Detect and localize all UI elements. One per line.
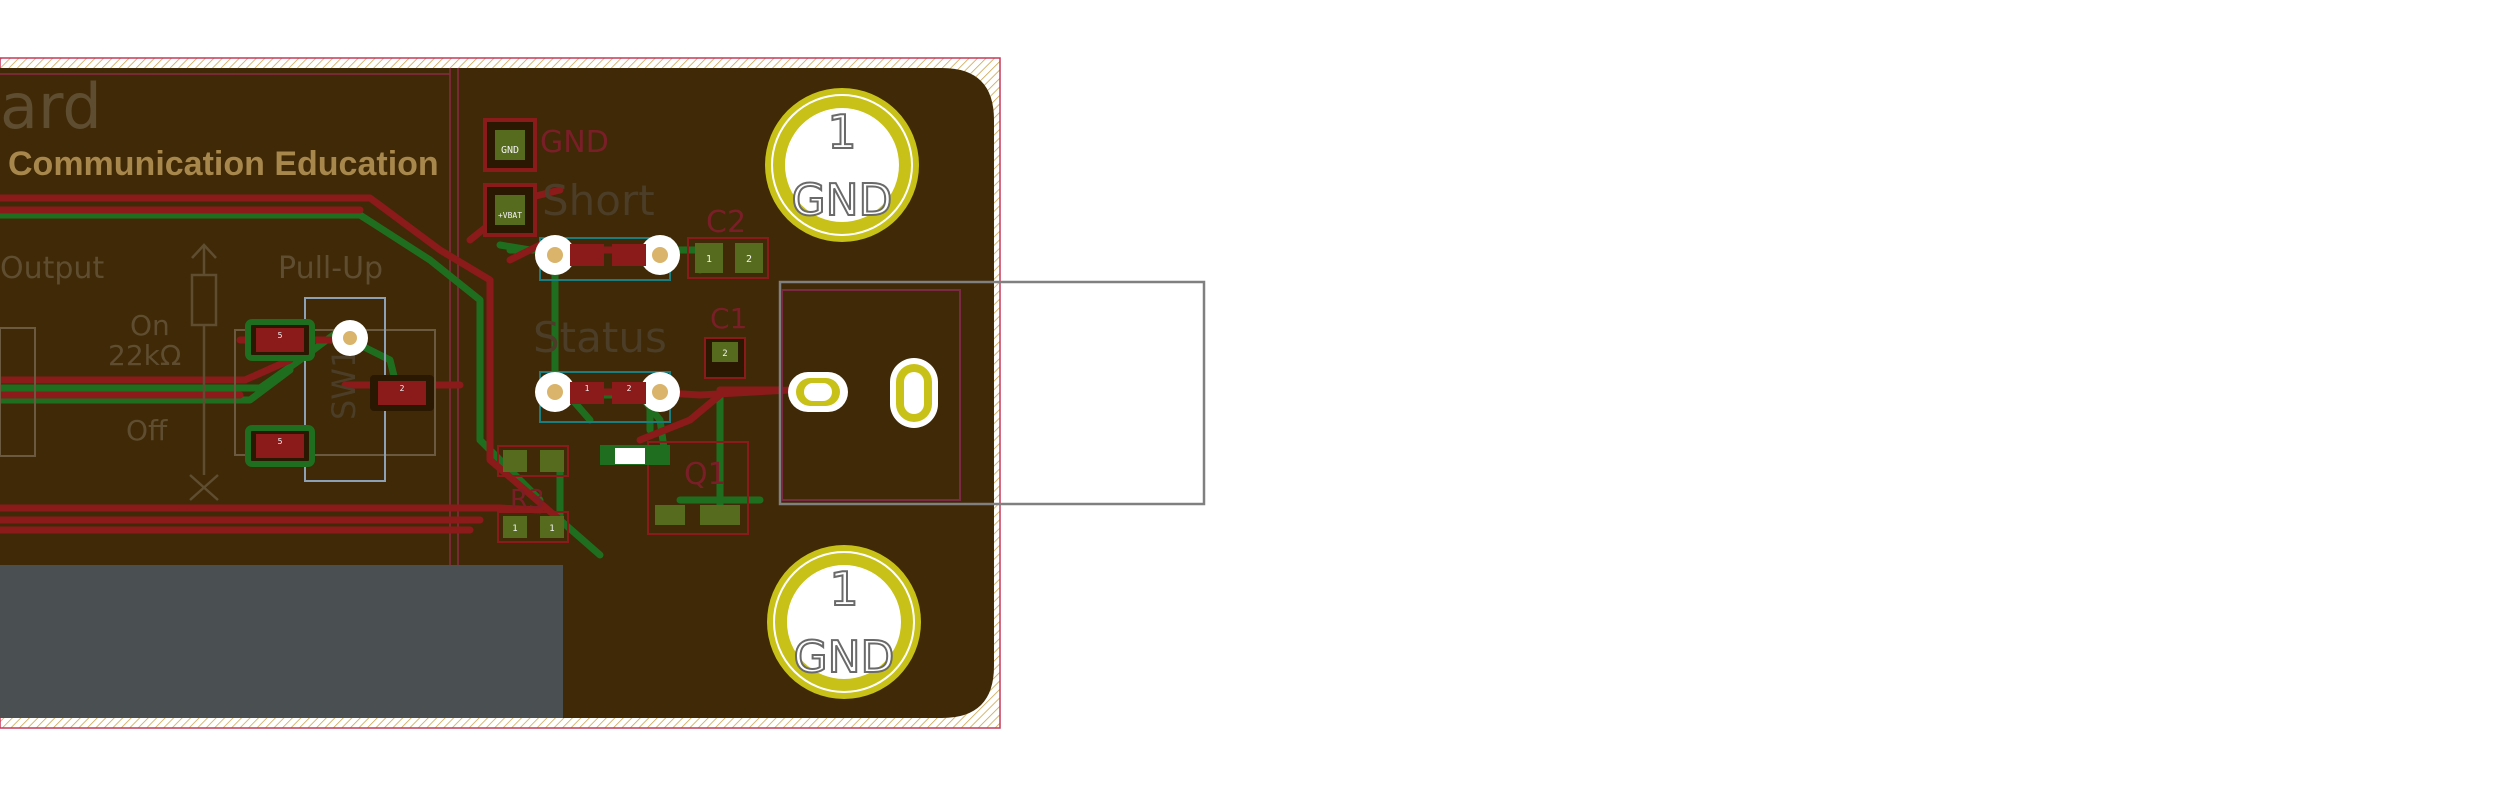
copper-fill-zone <box>0 565 563 718</box>
gnd-testpoint[interactable]: GND GND <box>483 118 609 172</box>
svg-text:5: 5 <box>278 331 283 340</box>
mounting-hole-bottom-net: GND <box>794 632 895 683</box>
output-connector-outline <box>0 327 36 457</box>
svg-text:2: 2 <box>627 384 632 393</box>
svg-text:1: 1 <box>512 524 517 534</box>
c1-ref-label: C1 <box>710 302 747 335</box>
mounting-hole-top[interactable]: 1 GND <box>765 88 919 242</box>
svg-text:5: 5 <box>278 437 283 446</box>
mounting-hole-bottom-number: 1 <box>829 562 858 616</box>
r3-resistor[interactable]: 1 1 R3 <box>497 485 569 543</box>
short-jumper[interactable] <box>535 235 680 281</box>
svg-text:2: 2 <box>746 254 752 265</box>
status-led[interactable]: 1 2 <box>535 371 680 423</box>
c1-capacitor[interactable]: 2 C1 <box>704 302 747 379</box>
gnd-ref-label: GND <box>540 125 609 160</box>
c2-capacitor[interactable]: 1 2 C2 <box>687 205 769 279</box>
label-resistor-value: 22kΩ <box>108 339 181 372</box>
switch-symbol <box>189 243 219 501</box>
usb-connector[interactable] <box>778 280 1206 506</box>
label-pull-up: Pull-Up <box>278 251 383 286</box>
resistor-pads <box>497 445 645 477</box>
svg-text:2: 2 <box>722 349 727 359</box>
svg-text:+VBAT: +VBAT <box>498 211 522 220</box>
courtyard-lines <box>0 68 459 565</box>
board-substrate <box>0 68 994 718</box>
label-on: On <box>130 309 170 342</box>
board-title-partial: ard <box>0 70 102 143</box>
svg-text:1: 1 <box>706 254 712 265</box>
q1-ref-label: Q1 <box>684 457 727 492</box>
label-short: Short <box>542 176 655 225</box>
c2-ref-label: C2 <box>706 205 746 240</box>
svg-text:1: 1 <box>549 524 554 534</box>
svg-text:2: 2 <box>400 384 405 393</box>
r3-ref-label: R3 <box>510 485 545 515</box>
mounting-hole-top-number: 1 <box>827 105 856 159</box>
label-status: Status <box>533 313 667 362</box>
mounting-hole-top-net: GND <box>792 175 893 226</box>
svg-text:GND: GND <box>501 145 519 156</box>
svg-text:1: 1 <box>585 384 590 393</box>
vbat-testpoint[interactable]: +VBAT <box>483 183 537 237</box>
sw1-footprint: 5 5 2 SW1 <box>234 297 436 482</box>
label-output: Output <box>0 251 104 286</box>
mounting-hole-bottom[interactable]: 1 GND <box>767 545 921 699</box>
sw1-label: SW1 <box>325 348 363 420</box>
board-subtitle: Communication Education <box>8 145 439 183</box>
label-off: Off <box>126 414 168 447</box>
